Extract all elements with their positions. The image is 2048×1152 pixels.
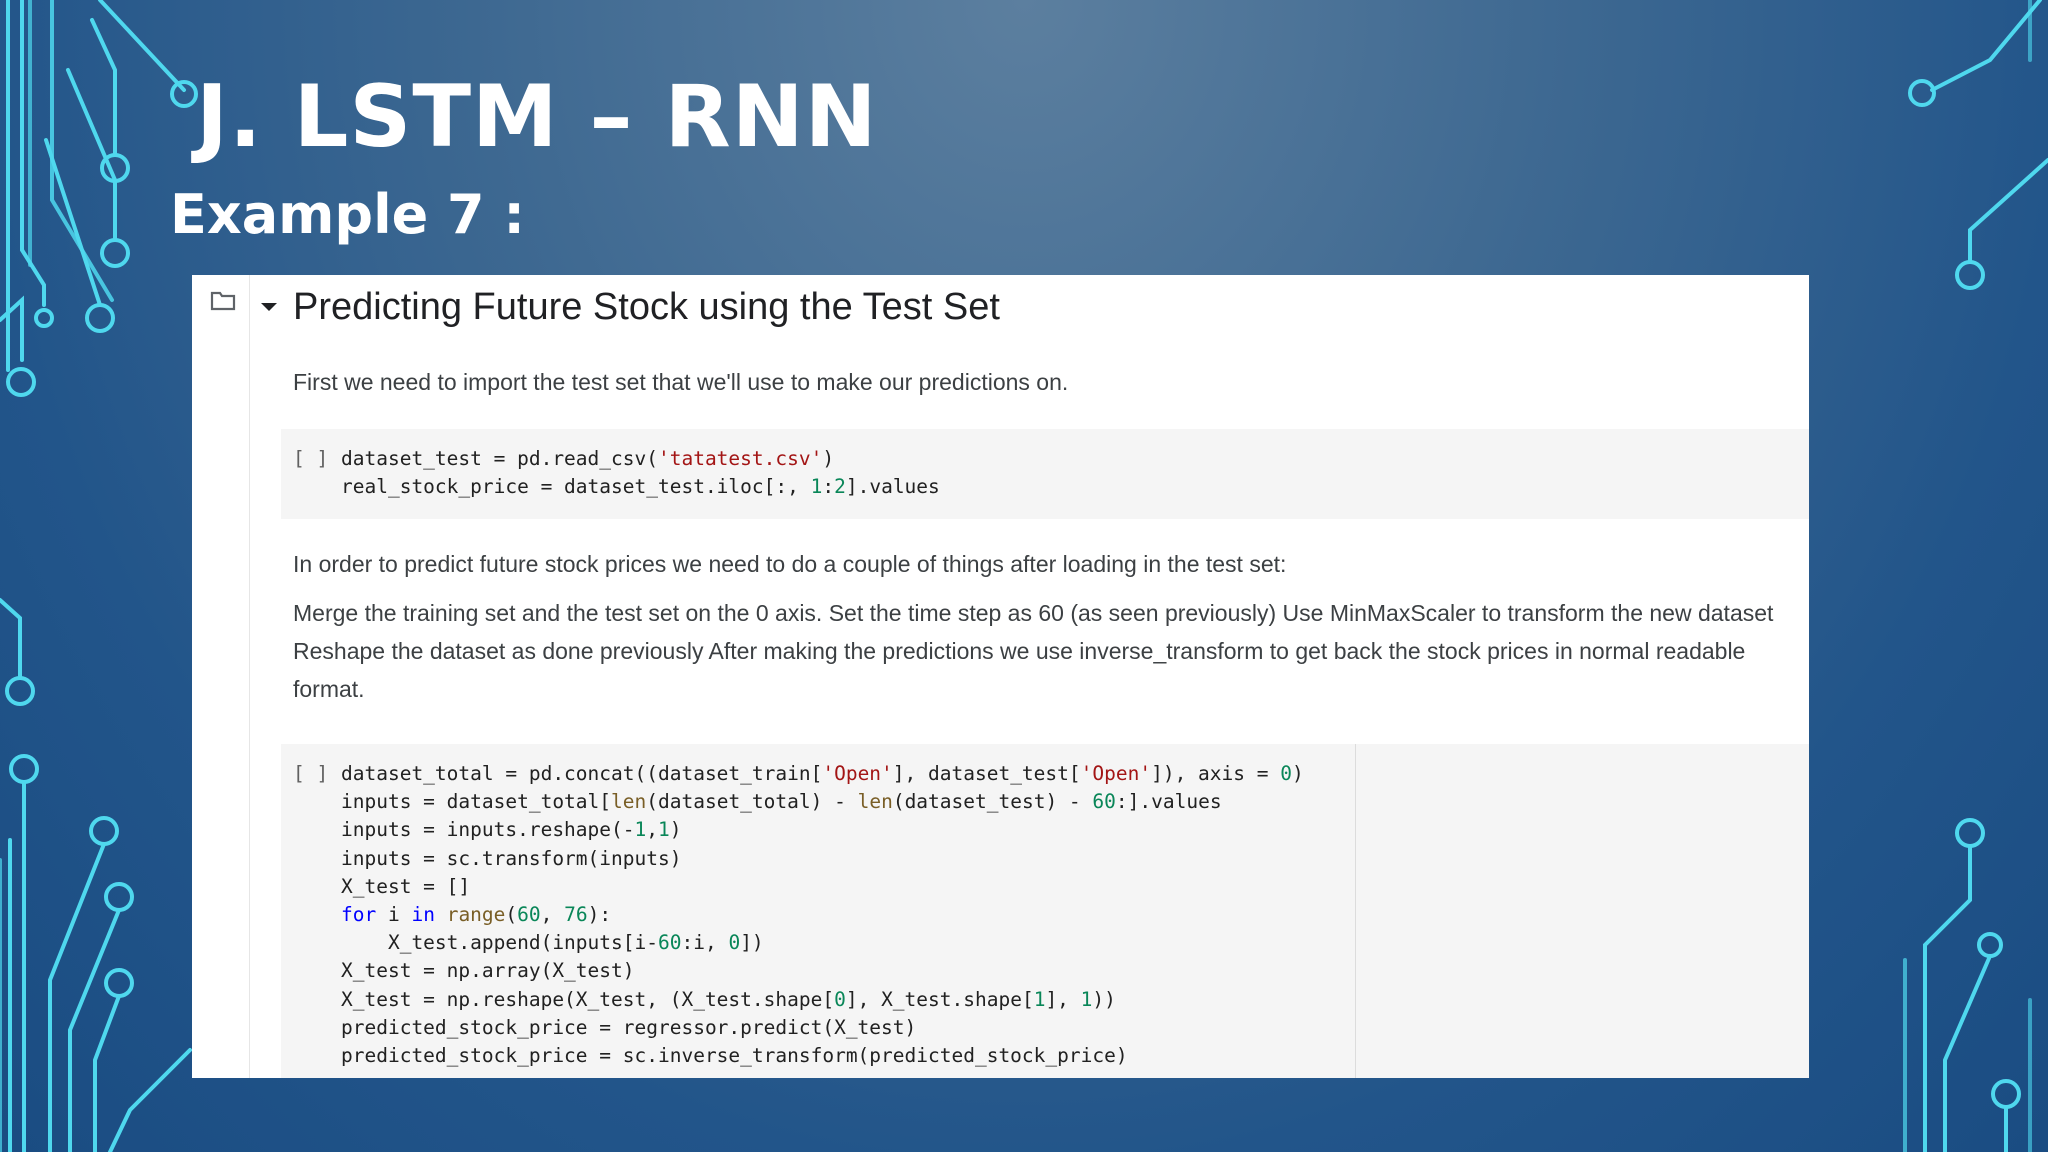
code-line: inputs = inputs.reshape(-1,1) <box>341 818 682 842</box>
code-line: X_test.append(inputs[i-60:i, 0]) <box>341 931 764 955</box>
code-line: predicted_stock_price = regressor.predic… <box>341 1015 917 1039</box>
line-length-ruler <box>1355 744 1356 1078</box>
intro-text: First we need to import the test set tha… <box>293 369 1069 395</box>
code-line: for i in range(60, 76): <box>341 902 612 926</box>
code-cell-read-csv[interactable]: [ ] dataset_test = pd.read_csv('tatatest… <box>281 429 1809 519</box>
code-editor[interactable]: dataset_test = pd.read_csv('tatatest.csv… <box>341 445 940 501</box>
code-line: inputs = dataset_total[len(dataset_total… <box>341 790 1222 814</box>
code-cell-prediction[interactable]: [ ] dataset_total = pd.concat((dataset_t… <box>281 744 1809 1078</box>
code-line: X_test = np.array(X_test) <box>341 959 635 983</box>
notebook-panel: Predicting Future Stock using the Test S… <box>192 275 1809 1078</box>
code-line: dataset_total = pd.concat((dataset_train… <box>341 762 1304 785</box>
code-line: real_stock_price = dataset_test.iloc[:, … <box>341 475 940 499</box>
explanation-text: In order to predict future stock prices … <box>293 551 1287 577</box>
code-line: X_test = [] <box>341 874 471 898</box>
section-title: Predicting Future Stock using the Test S… <box>293 286 1000 328</box>
slide-title: J. LSTM – RNN <box>196 67 878 167</box>
code-line: dataset_test = pd.read_csv('tatatest.csv… <box>341 447 835 470</box>
code-editor[interactable]: dataset_total = pd.concat((dataset_train… <box>341 760 1304 1070</box>
slide-subtitle: Example 7 : <box>170 183 525 246</box>
code-line: predicted_stock_price = sc.inverse_trans… <box>341 1043 1128 1067</box>
caret-down-icon[interactable] <box>260 301 278 313</box>
folder-icon[interactable] <box>210 289 236 311</box>
run-cell-button[interactable]: [ ] <box>293 762 329 785</box>
steps-text: Merge the training set and the test set … <box>293 600 1774 702</box>
notebook-gutter <box>192 275 250 1078</box>
code-line: X_test = np.reshape(X_test, (X_test.shap… <box>341 987 1116 1011</box>
run-cell-button[interactable]: [ ] <box>293 447 329 470</box>
code-line: inputs = sc.transform(inputs) <box>341 846 682 870</box>
